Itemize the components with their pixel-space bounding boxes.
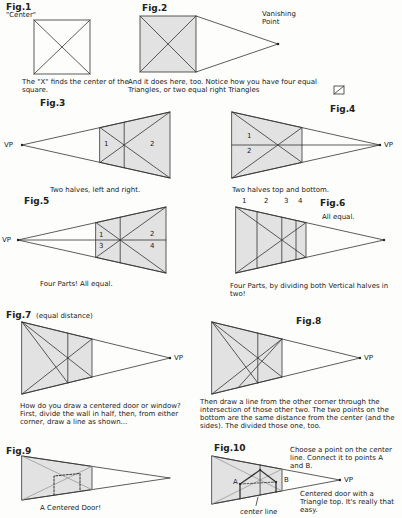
vp-label: VP bbox=[384, 141, 393, 149]
figure-label: Fig.2 bbox=[142, 3, 167, 13]
callout-number: 4 bbox=[150, 242, 154, 250]
vp-label: VP bbox=[2, 236, 11, 244]
caption: Two halves top and bottom. bbox=[232, 186, 382, 194]
callout-number: 2 bbox=[150, 230, 154, 238]
caption: A Centered Door! bbox=[40, 504, 101, 512]
figure-label: Fig.5 bbox=[24, 196, 49, 206]
note: All equal. bbox=[322, 213, 382, 221]
caption: Then draw a line from the other corner t… bbox=[200, 398, 396, 430]
caption: Choose a point on the center line. Conne… bbox=[290, 446, 398, 470]
figure-label: Fig.4 bbox=[330, 104, 355, 114]
callout-number: 3 bbox=[99, 242, 103, 250]
figure-label: Fig.1 bbox=[6, 2, 31, 12]
figure-label: Fig.8 bbox=[296, 316, 321, 326]
point-label: A bbox=[233, 478, 238, 486]
callout-number: 1 bbox=[247, 132, 251, 140]
figure-label: Fig.9 bbox=[6, 446, 31, 456]
note: (equal distance) bbox=[36, 312, 93, 320]
figure-label: Fig.6 bbox=[320, 198, 345, 208]
callout-number: 2 bbox=[264, 197, 268, 205]
caption: Centered door with a Triangle top. It's … bbox=[300, 490, 398, 514]
callout-number: 2 bbox=[150, 140, 154, 148]
note: center line bbox=[240, 508, 277, 516]
caption: How do you draw a centered door or windo… bbox=[20, 402, 190, 426]
vp-label: VP bbox=[4, 141, 13, 149]
caption: The "X" finds the center of the square. bbox=[22, 78, 132, 94]
point-label: B bbox=[284, 476, 289, 484]
callout-number: 1 bbox=[242, 197, 246, 205]
caption: Four Parts, by dividing both Vertical ha… bbox=[230, 282, 395, 298]
vp-label: VP bbox=[174, 354, 183, 362]
figure-label: Fig.7 bbox=[6, 310, 31, 320]
caption: And it does here, too. Notice how you ha… bbox=[128, 78, 328, 94]
figure-subtitle: "Center" bbox=[6, 11, 36, 19]
vp-label: VP bbox=[364, 354, 373, 362]
callout-number: 1 bbox=[104, 140, 108, 148]
vp-label: VP bbox=[344, 476, 353, 484]
caption: Four Parts! All equal. bbox=[40, 280, 190, 288]
callout-number: 4 bbox=[298, 197, 302, 205]
callout-number: 2 bbox=[247, 147, 251, 155]
callout-number: 1 bbox=[99, 231, 103, 239]
callout-number: 3 bbox=[284, 197, 288, 205]
figure-label: Fig.3 bbox=[40, 98, 65, 108]
caption: Two halves, left and right. bbox=[50, 186, 190, 194]
figure-label: Fig.10 bbox=[214, 443, 246, 453]
vp-label: Vanishing Point bbox=[262, 10, 312, 26]
